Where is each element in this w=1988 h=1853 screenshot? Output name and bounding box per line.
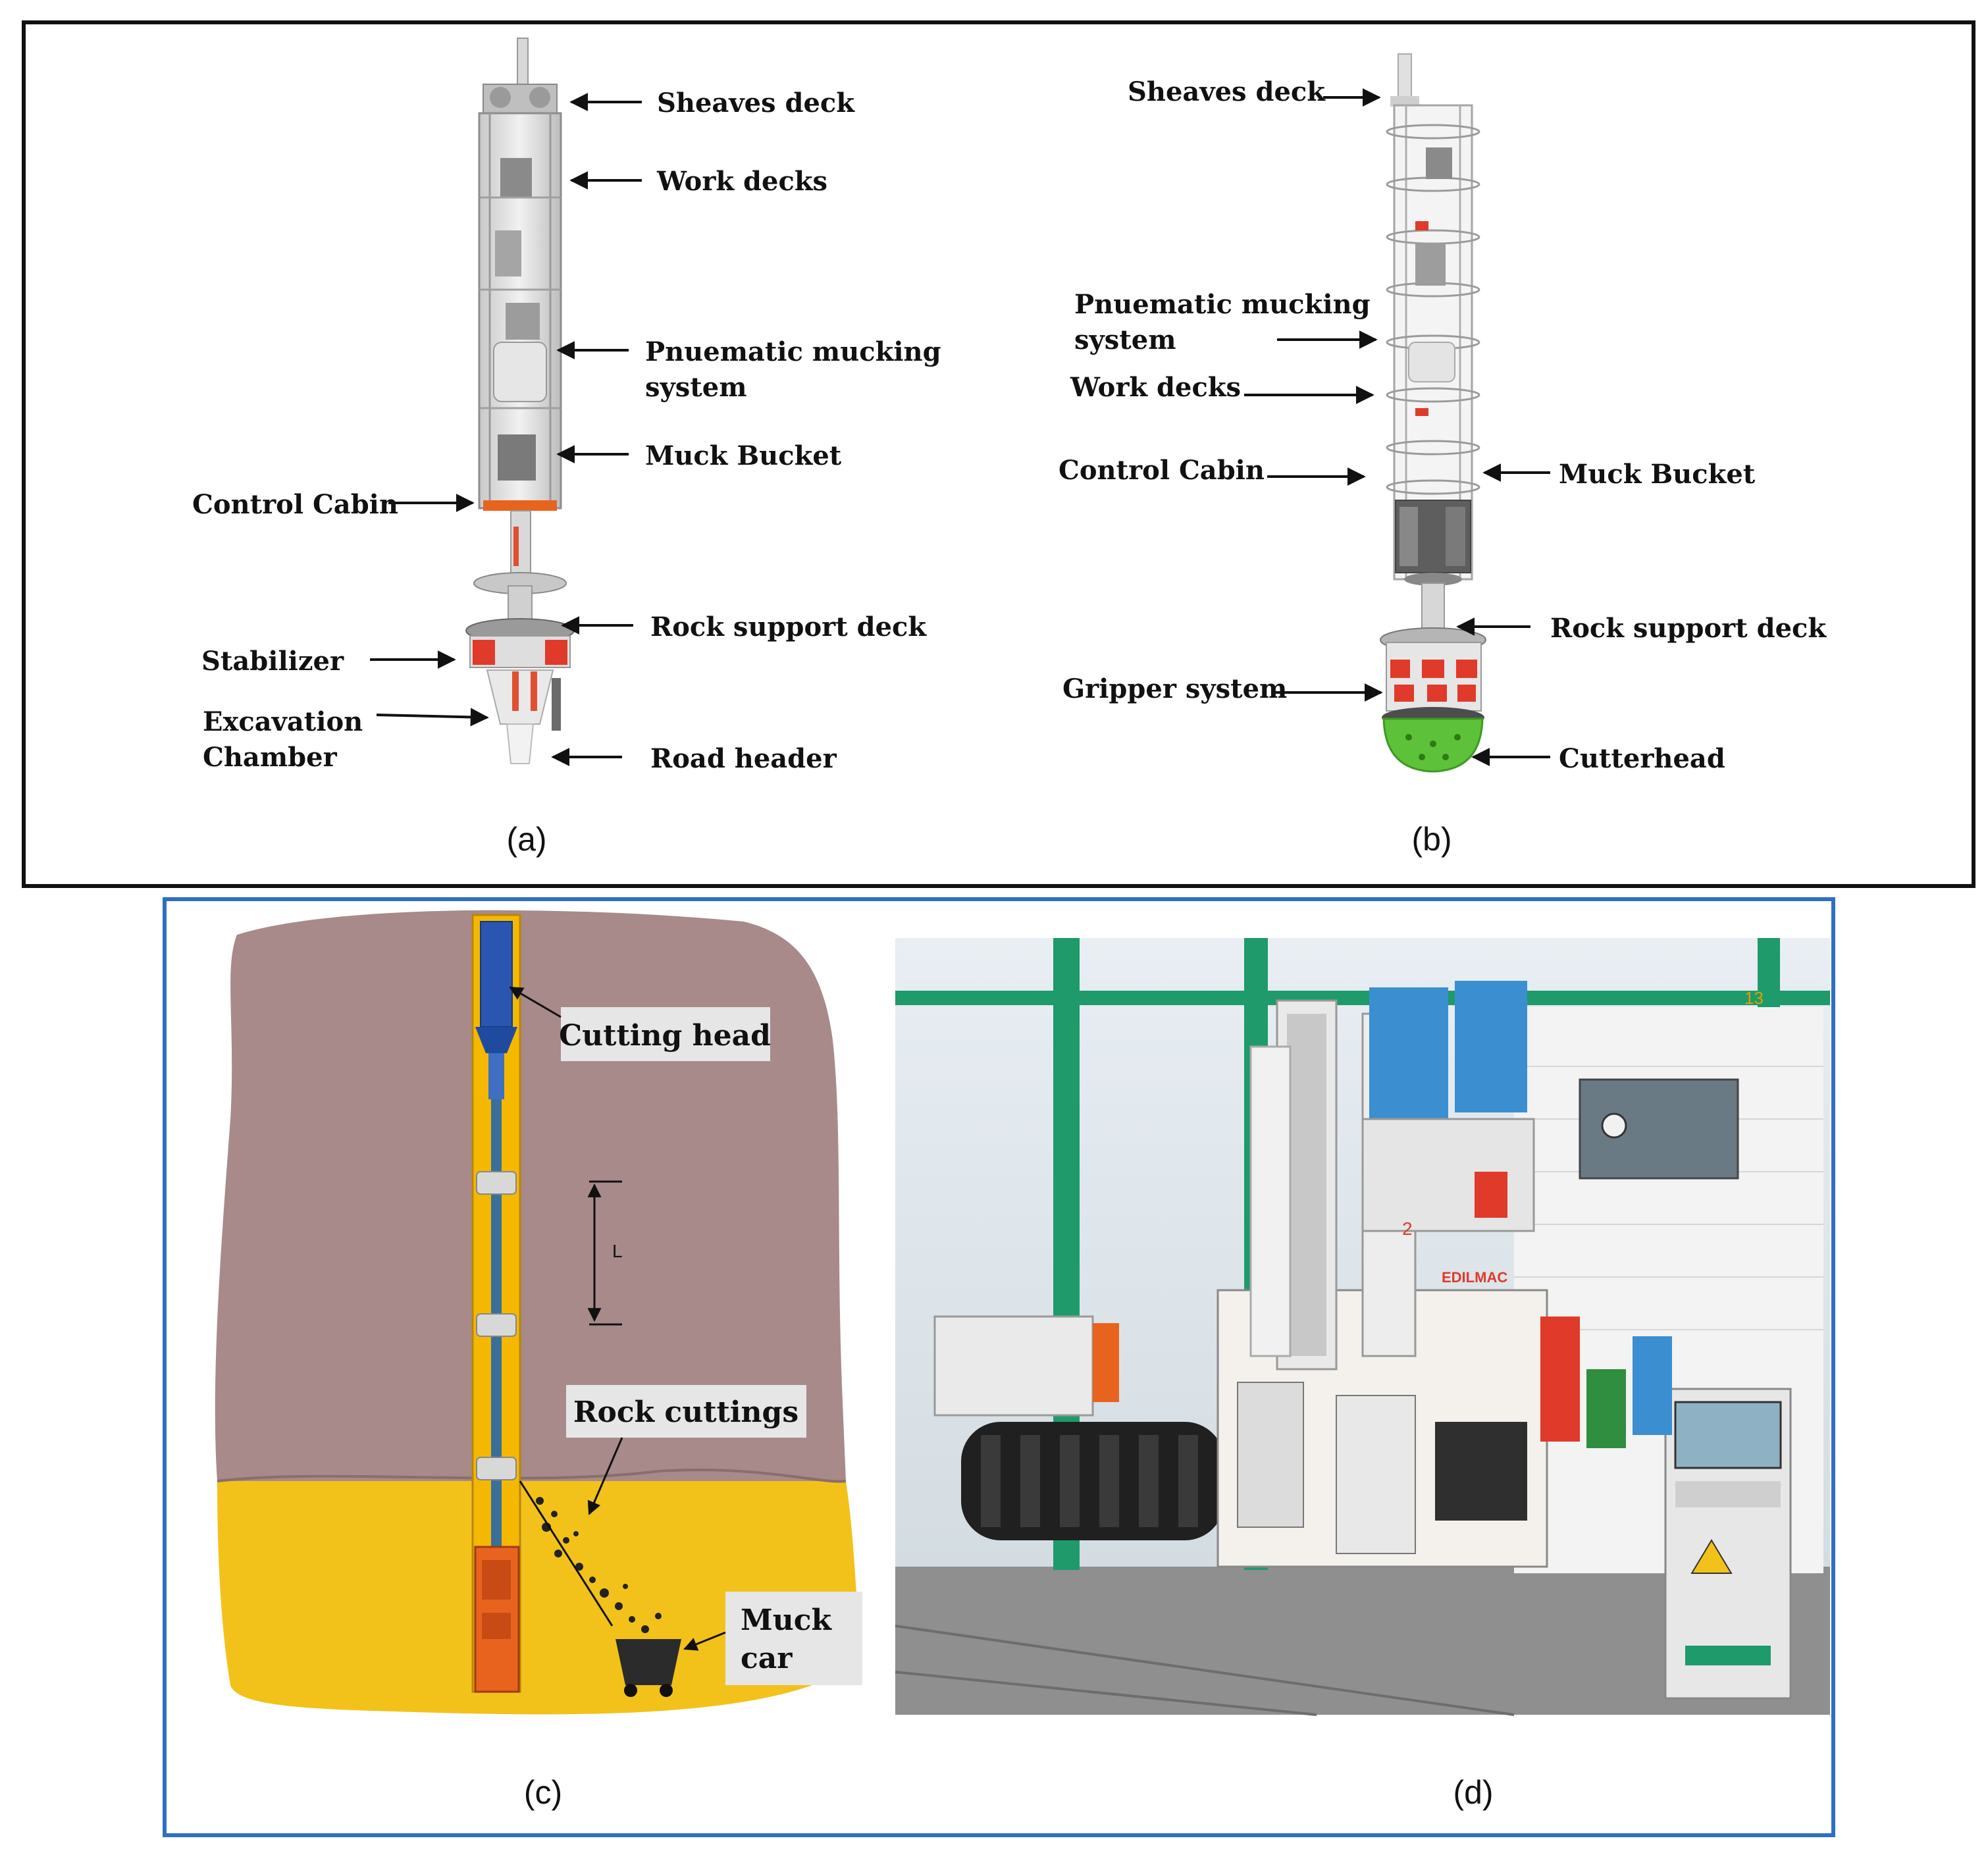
brand-label: EDILMAC	[1442, 1269, 1507, 1286]
caption-d: (d)	[1453, 1774, 1493, 1811]
caption-a: (a)	[506, 821, 546, 858]
label-b-pneumatic-line1: Pnuematic mucking	[1074, 289, 1371, 320]
label-a-rock-support-deck: Rock support deck	[650, 612, 927, 642]
label-c-muck-line1: Muck	[741, 1604, 832, 1637]
label-c-rock-cuttings: Rock cuttings	[573, 1396, 798, 1429]
rock-cuttings-label-box	[566, 1385, 806, 1438]
label-b-rock-support-deck: Rock support deck	[1550, 613, 1827, 644]
arrow-a-excavation	[376, 708, 489, 727]
cutting-head-body	[480, 921, 513, 1028]
label-b-cutterhead: Cutterhead	[1559, 743, 1725, 774]
label-b-gripper-system: Gripper system	[1062, 673, 1287, 704]
rock-cuttings-particles	[536, 1497, 662, 1633]
blue-motor-left	[1369, 987, 1448, 1119]
panel-b-tower-illustration	[1380, 53, 1486, 773]
caption-b: (b)	[1411, 821, 1452, 858]
label-b-work-decks: Work decks	[1070, 372, 1241, 403]
muck-car	[615, 1639, 681, 1685]
label-a-control-cabin: Control Cabin	[192, 489, 398, 520]
caption-c: (c)	[524, 1774, 562, 1811]
label-a-pneumatic-line2: system	[645, 372, 747, 403]
label-c-cutting-head: Cutting head	[559, 1019, 771, 1053]
label-a-excavation-line1: Excavation	[203, 706, 363, 737]
muck-car-label-box	[725, 1592, 862, 1685]
blue-motor-right	[1455, 981, 1527, 1112]
panel-d-photo: 13 2 EDILMAC (d)	[895, 938, 1830, 1811]
label-a-stabilizer: Stabilizer	[201, 646, 344, 677]
label-c-muck-line2: car	[741, 1642, 793, 1675]
label-b-muck-bucket: Muck Bucket	[1559, 459, 1756, 490]
label-b-sheaves-deck: Sheaves deck	[1128, 76, 1326, 107]
panel-a-tower-illustration	[465, 38, 575, 764]
cutting-head-label-box	[561, 1007, 770, 1061]
machine-number: 2	[1402, 1218, 1413, 1239]
panel-a-annotations: Sheaves deck Work decks Pnuematic muckin…	[192, 88, 941, 858]
label-a-sheaves-deck: Sheaves deck	[657, 88, 855, 118]
top-panel-frame	[22, 20, 1975, 888]
label-b-pneumatic-line2: system	[1074, 325, 1176, 355]
label-a-road-header: Road header	[650, 743, 837, 774]
soil-layer	[217, 1481, 862, 1715]
label-a-muck-bucket: Muck Bucket	[645, 440, 842, 471]
panel-c-diagram: L Cutting head Rock cuttings Muck car (c…	[215, 910, 862, 1811]
dimension-label: L	[612, 1241, 623, 1261]
label-b-control-cabin: Control Cabin	[1059, 455, 1265, 486]
label-a-excavation-line2: Chamber	[203, 742, 338, 773]
bay-number: 13	[1744, 988, 1764, 1008]
label-a-work-decks: Work decks	[656, 166, 827, 197]
panel-b-annotations: Sheaves deck Pnuematic mucking system Wo…	[1059, 76, 1827, 858]
label-a-pneumatic-line1: Pnuematic mucking	[645, 336, 941, 367]
